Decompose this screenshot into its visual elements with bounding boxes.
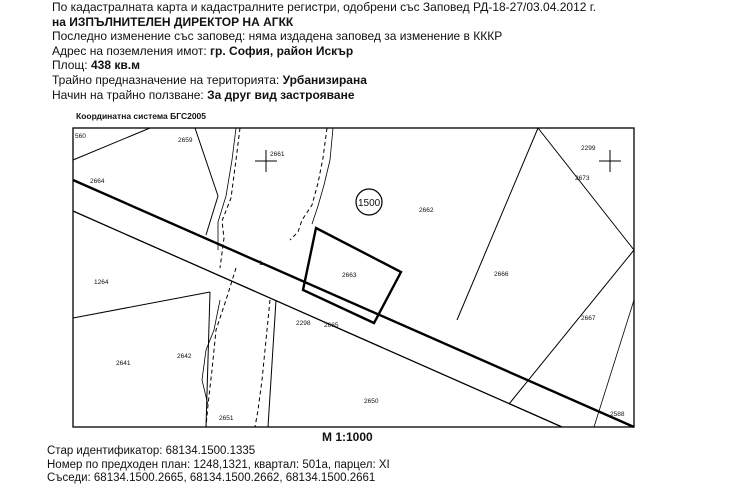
usage-value: За друг вид застрояване [207, 87, 355, 102]
boundary-2641-2642 [205, 291, 211, 428]
boundary-2659-west [72, 127, 151, 161]
parcel-label: 2650 [364, 398, 379, 405]
address-line: Адрес на поземления имот: гр. София, рай… [52, 44, 732, 59]
parcel-label: 2666 [494, 271, 509, 278]
corridor-2661-west [219, 127, 241, 269]
boundary-2662-2666 [456, 127, 539, 321]
boundary-2299 [537, 127, 635, 251]
boundary-1264-2641 [72, 291, 211, 319]
parcel-label: 2661 [270, 151, 285, 158]
usage-label: Начин на трайно ползване: [52, 87, 204, 102]
parcel-label: 2665 [324, 322, 339, 329]
previous-plan: Номер по предходен план: 1248,1321, квар… [47, 458, 390, 471]
grid-cross-left-icon [255, 150, 277, 172]
parcel-label: 2299 [581, 145, 596, 152]
block-number-circle [355, 188, 383, 216]
parcel-label: 2298 [296, 320, 311, 327]
grid-cross-right-icon [599, 150, 621, 172]
last-change-line: Последно изменение със заповед: няма изд… [52, 29, 503, 44]
parcel-label: 560 [75, 133, 86, 140]
corridor-2661-east [289, 127, 328, 241]
document-footer: Стар идентификатор: 68134.1500.1335 Номе… [47, 445, 390, 486]
area-label: Площ: [52, 58, 88, 73]
parcel-label: 2641 [116, 360, 131, 367]
road-north-edge [72, 178, 635, 429]
boundary-2642-curve [201, 299, 221, 406]
parcel-label: 2588 [610, 411, 625, 418]
old-identifier: Стар идентификатор: 68134.1500.1335 [47, 445, 256, 457]
usage-line: Начин на трайно ползване: За друг вид за… [52, 88, 732, 103]
purpose-line: Трайно предназначение на територията: Ур… [52, 73, 732, 88]
parcel-label: 2667 [581, 315, 596, 322]
approval-line: По кадастралната карта и кадастралните р… [52, 0, 597, 14]
purpose-value: Урбанизирана [282, 72, 367, 87]
authority-line: на ИЗПЪЛНИТЕЛЕН ДИРЕКТОР НА АГКК [52, 14, 294, 29]
parcel-label: 2673 [575, 175, 590, 182]
parcel-label: 1264 [94, 279, 109, 286]
boundary-2659-east [194, 127, 219, 197]
document-header: По кадастралната карта и кадастралните р… [52, 0, 732, 102]
purpose-label: Трайно предназначение на територията: [52, 72, 280, 87]
coordinate-system-label: Координатна система БГС2005 [76, 111, 207, 121]
map-scale: М 1:1000 [322, 430, 373, 444]
boundary-2664-north [205, 195, 219, 236]
parcel-label: 2664 [90, 178, 105, 185]
address-value: гр. София, район Искър [210, 43, 354, 58]
corridor-south-east [254, 299, 271, 428]
block-number: 1500 [358, 198, 381, 209]
corridor-south-west [205, 267, 237, 428]
boundary-2588 [593, 299, 635, 428]
address-label: Адрес на поземления имот: [52, 43, 207, 58]
parcel-label: 2659 [178, 137, 193, 144]
subject-parcel-2663 [301, 226, 403, 325]
corridor-2661-west-solid [217, 127, 237, 250]
parcel-label: 2663 [342, 272, 357, 279]
point-label: 1 [259, 260, 263, 267]
parcel-label: 2642 [177, 353, 192, 360]
neighbors: Съседи: 68134.1500.2665, 68134.1500.2662… [47, 472, 376, 485]
boundary-2642-2650 [267, 299, 277, 428]
road-south-edge [72, 210, 563, 428]
parcel-label: 2651 [219, 415, 234, 422]
map-frame [72, 127, 635, 428]
corridor-2661-east-solid [311, 127, 334, 225]
area-value: 438 кв.м [91, 58, 140, 73]
area-line: Площ: 438 кв.м [52, 58, 732, 73]
boundary-2666-2667 [508, 249, 635, 405]
parcel-label: 2662 [419, 207, 434, 214]
